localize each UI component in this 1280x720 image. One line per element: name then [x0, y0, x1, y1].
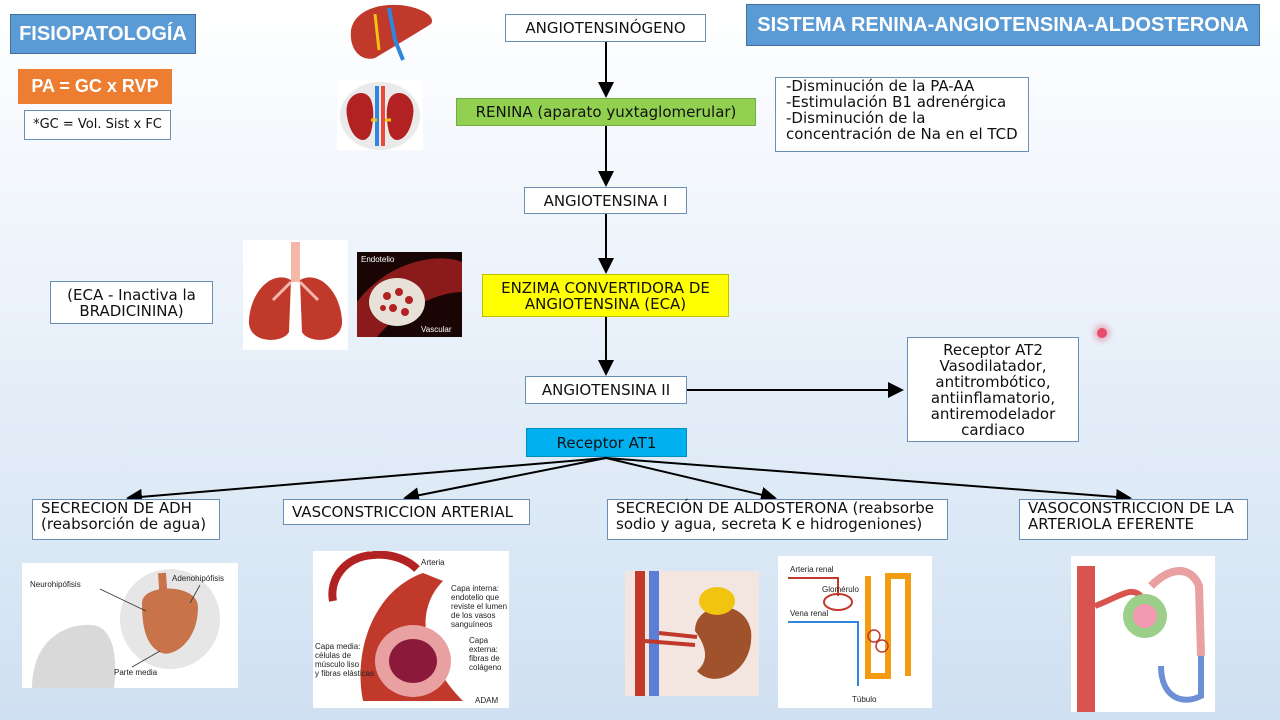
angiotensina2-box: ANGIOTENSINA II	[525, 376, 687, 404]
pointer-dot	[1097, 328, 1107, 338]
formula-pa: PA = GC x RVP	[18, 69, 172, 104]
adam-label: ADAM	[475, 696, 498, 705]
capa-interna-4: de los vasos	[451, 611, 495, 620]
capa-media-2: células de	[315, 651, 352, 660]
title-sistema-raa: SISTEMA RENINA-ANGIOTENSINA-ALDOSTERONA	[746, 4, 1260, 46]
arrow-at1-adh	[126, 457, 607, 505]
eferente-line-2: ARTERIOLA EFERENTE	[1028, 515, 1194, 533]
capa-externa-4: colágeno	[469, 663, 502, 672]
effect-vaso-box: VASCONSTRICCION ARTERIAL	[283, 499, 530, 525]
at2-line-2: Vasodilatador,	[939, 356, 1047, 375]
glomerulo-label: Glomérulo	[822, 585, 859, 594]
effect-adh-box: SECRECION DE ADH (reabsorción de agua)	[32, 499, 220, 540]
eferente-line-1: VASOCONSTRICCION DE LA	[1028, 499, 1234, 517]
endotelio-label: Endotelio	[361, 255, 395, 264]
effect-aldo-box: SECRECIÓN DE ALDOSTERONA (reabsorbe sodi…	[607, 499, 948, 540]
at2-box: Receptor AT2 Vasodilatador, antitrombóti…	[907, 337, 1079, 442]
adrenal-kidney-image	[625, 571, 759, 696]
trigger-3: -Disminución de la	[786, 109, 926, 127]
kidney-image	[337, 80, 423, 150]
capa-interna-2: endotelio que	[451, 593, 500, 602]
tubulo-label: Túbulo	[852, 695, 877, 704]
trigger-2: -Estimulación B1 adrenérgica	[786, 93, 1007, 111]
neurohipofisis-label: Neurohipófisis	[30, 580, 81, 589]
parte-media-label: Parte media	[114, 668, 158, 677]
renina-box: RENINA (aparato yuxtaglomerular)	[456, 98, 756, 126]
eca-line-1: ENZIMA CONVERTIDORA DE	[501, 278, 710, 297]
pituitary-image: Neurohipófisis Adenohipófisis Parte medi…	[22, 563, 238, 688]
trigger-1: -Disminución de la PA-AA	[786, 77, 975, 95]
renina-triggers-box: -Disminución de la PA-AA -Estimulación B…	[775, 77, 1029, 152]
eca-note-line-2: BRADICININA)	[79, 301, 184, 320]
vena-renal-label: Vena renal	[790, 609, 828, 618]
capa-interna-5: sanguíneos	[451, 620, 492, 629]
capa-externa-3: fibras de	[469, 654, 500, 663]
title-fisiopatologia: FISIOPATOLOGÍA	[10, 14, 196, 54]
glomerulus-image	[1071, 556, 1215, 712]
adenohipofisis-label: Adenohipófisis	[172, 574, 224, 583]
angiotensina1-box: ANGIOTENSINA I	[524, 187, 687, 214]
adh-line-1: SECRECION DE ADH	[41, 499, 192, 517]
trigger-4: concentración de Na en el TCD	[786, 125, 1018, 143]
capa-externa-1: Capa	[469, 636, 489, 645]
at2-line-6: cardiaco	[961, 420, 1025, 439]
capa-externa-2: externa:	[469, 645, 498, 654]
gc-note: *GC = Vol. Sist x FC	[24, 110, 171, 140]
artery-image: Arteria Capa interna: endotelio que revi…	[313, 551, 509, 708]
arteria-label: Arteria	[421, 558, 445, 567]
capa-media-4: y fibras elásticas	[315, 669, 374, 678]
capa-media-3: músculo liso	[315, 660, 360, 669]
nephron-image: Arteria renal Glomérulo Vena renal Túbul…	[778, 556, 932, 708]
eca-line-2: ANGIOTENSINA (ECA)	[524, 294, 687, 313]
aldo-line-1: SECRECIÓN DE ALDOSTERONA (reabsorbe	[616, 499, 935, 517]
capa-interna-3: reviste el lumen	[451, 602, 507, 611]
aldo-line-2: sodio y agua, secreta K e hidrogeniones)	[616, 515, 923, 533]
at2-line-5: antiremodelador	[930, 404, 1056, 423]
liver-image	[345, 0, 437, 68]
vascular-label: Vascular	[421, 325, 452, 334]
angiotensinogeno-box: ANGIOTENSINÓGENO	[505, 14, 706, 42]
eca-box: ENZIMA CONVERTIDORA DE ANGIOTENSINA (ECA…	[482, 274, 729, 317]
lungs-image	[243, 240, 348, 350]
at2-line-3: antitrombótico,	[935, 372, 1051, 391]
capa-media-1: Capa media:	[315, 642, 360, 651]
at1-box: Receptor AT1	[526, 428, 687, 457]
arrow-at1-eferente	[605, 457, 1132, 505]
eca-note-line-1: (ECA - Inactiva la	[67, 285, 196, 304]
at2-line-4: antiinflamatorio,	[930, 388, 1056, 407]
at2-line-1: Receptor AT2	[943, 340, 1043, 359]
capa-interna-1: Capa interna:	[451, 584, 499, 593]
adh-line-2: (reabsorción de agua)	[41, 515, 207, 533]
eca-note-box: (ECA - Inactiva la BRADICININA)	[50, 281, 213, 324]
endotelio-image: Endotelio Vascular	[357, 252, 462, 337]
effect-eferente-box: VASOCONSTRICCION DE LA ARTERIOLA EFERENT…	[1019, 499, 1248, 540]
arrow-at1-aldo	[605, 457, 777, 503]
arteria-renal-label: Arteria renal	[790, 565, 834, 574]
arrow-at1-vaso	[403, 457, 607, 504]
